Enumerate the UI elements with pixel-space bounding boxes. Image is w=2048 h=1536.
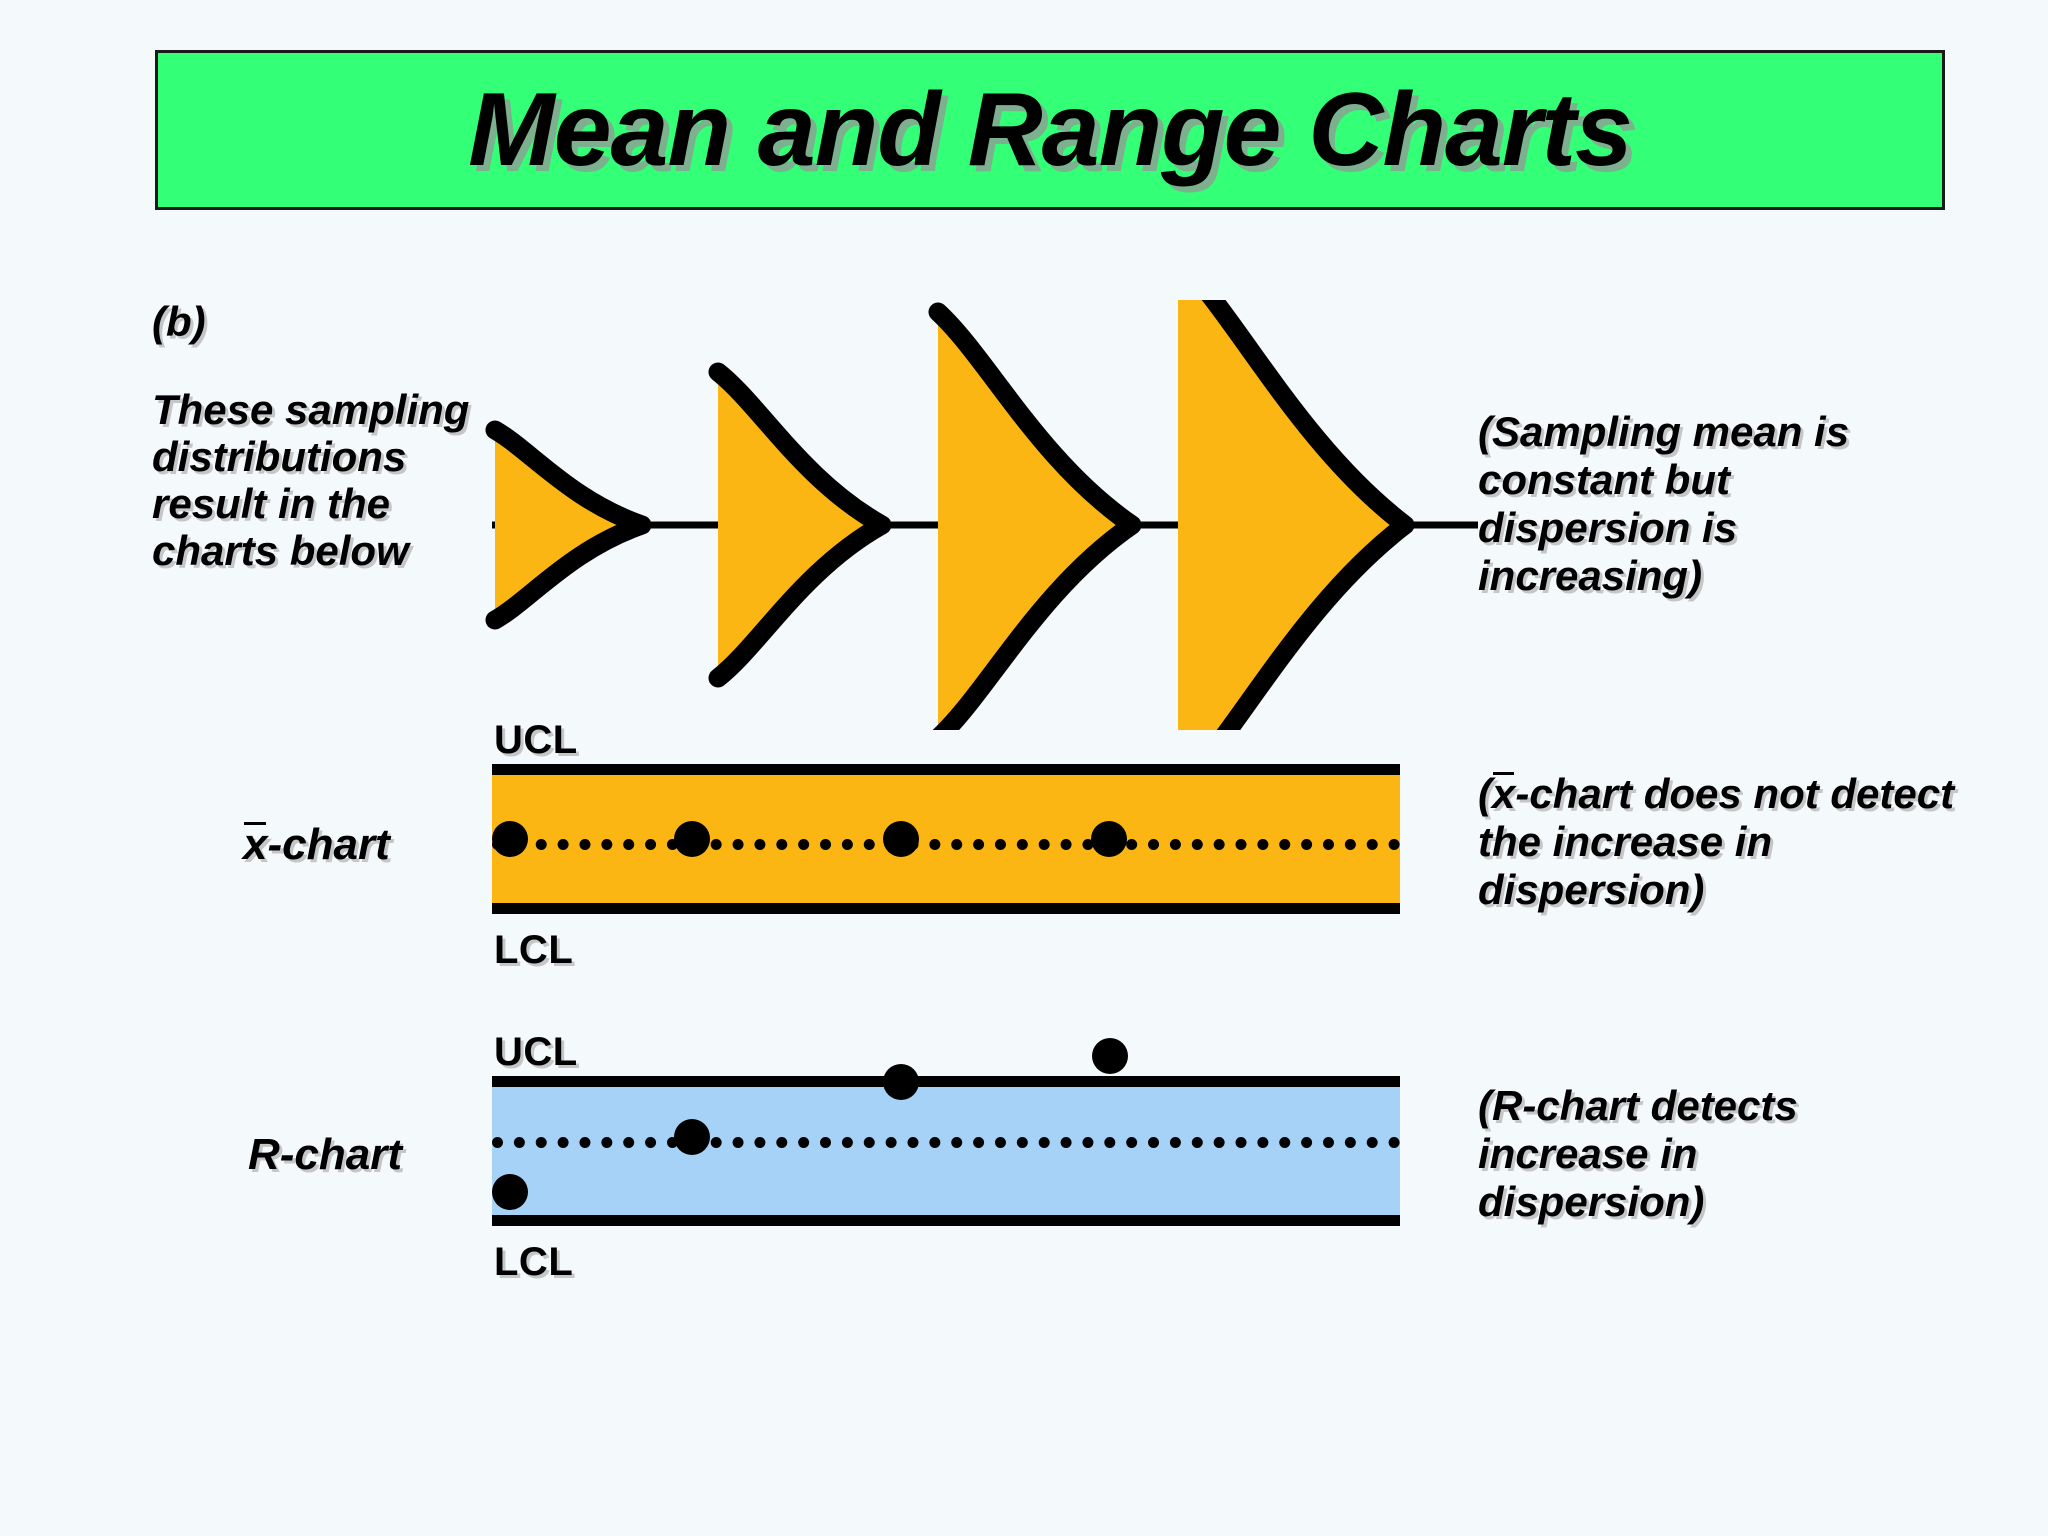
distribution-2-fill bbox=[718, 372, 882, 678]
r-center-line bbox=[492, 1137, 1400, 1148]
distributions-svg bbox=[485, 248, 1478, 802]
left-note: These sampling distributions result in t… bbox=[152, 386, 470, 575]
xbar-chart-note: (x-chart does not detect the increase in… bbox=[1478, 770, 1958, 914]
distribution-3-curve bbox=[928, 302, 1142, 748]
r-chart-note: (R-chart detects increase in dispersion) bbox=[1478, 1082, 1798, 1225]
distribution-1 bbox=[485, 420, 652, 630]
part-label: (b) bbox=[152, 298, 206, 345]
distribution-2-curve bbox=[708, 362, 892, 688]
r-data-point-3[interactable] bbox=[882, 1064, 919, 1100]
xbar-data-point-4[interactable] bbox=[1091, 821, 1128, 857]
distribution-1-curve bbox=[485, 420, 652, 630]
r-data-point-1[interactable] bbox=[492, 1174, 529, 1210]
title-banner: Mean and Range Charts bbox=[155, 50, 1945, 210]
distribution-4 bbox=[1168, 248, 1415, 802]
distribution-3 bbox=[928, 302, 1142, 748]
r-chart-band bbox=[492, 1064, 1400, 1226]
xbar-data-point-1[interactable] bbox=[492, 821, 529, 857]
xbar-overbar-variable: x bbox=[243, 820, 268, 869]
r-lcl-label: LCL bbox=[494, 1240, 574, 1284]
xbar-lcl-label: LCL bbox=[494, 928, 574, 972]
page-title: Mean and Range Charts bbox=[468, 72, 1633, 188]
r-data-point-2[interactable] bbox=[673, 1119, 710, 1155]
xbar-chart-band bbox=[492, 764, 1400, 914]
distribution-4-fill bbox=[1178, 258, 1405, 792]
xbar-chart-label: x-chart bbox=[243, 820, 390, 870]
r-chart-label: R-chart bbox=[248, 1130, 403, 1179]
r-ucl-label: UCL bbox=[494, 1030, 578, 1074]
xbar-data-point-3[interactable] bbox=[882, 821, 919, 857]
distribution-2 bbox=[708, 362, 892, 688]
distribution-3-fill bbox=[938, 312, 1132, 738]
xbar-note-overbar-variable: x bbox=[1492, 770, 1516, 817]
xbar-data-point-2[interactable] bbox=[673, 821, 710, 857]
xbar-ucl-label: UCL bbox=[494, 718, 578, 762]
sampling-distributions-figure bbox=[420, 248, 1480, 802]
xbar-center-line bbox=[492, 839, 1400, 850]
xbar-note-open-paren: ( bbox=[1478, 770, 1492, 817]
xbar-note-body: -chart does not detect the increase in d… bbox=[1478, 770, 1955, 913]
r-data-point-4-out-of-control[interactable] bbox=[1092, 1038, 1128, 1074]
distribution-note: (Sampling mean is constant but dispersio… bbox=[1478, 408, 1850, 599]
xbar-chart-label-suffix: -chart bbox=[267, 820, 390, 869]
distribution-1-fill bbox=[495, 430, 642, 620]
distribution-4-curve bbox=[1168, 248, 1415, 802]
